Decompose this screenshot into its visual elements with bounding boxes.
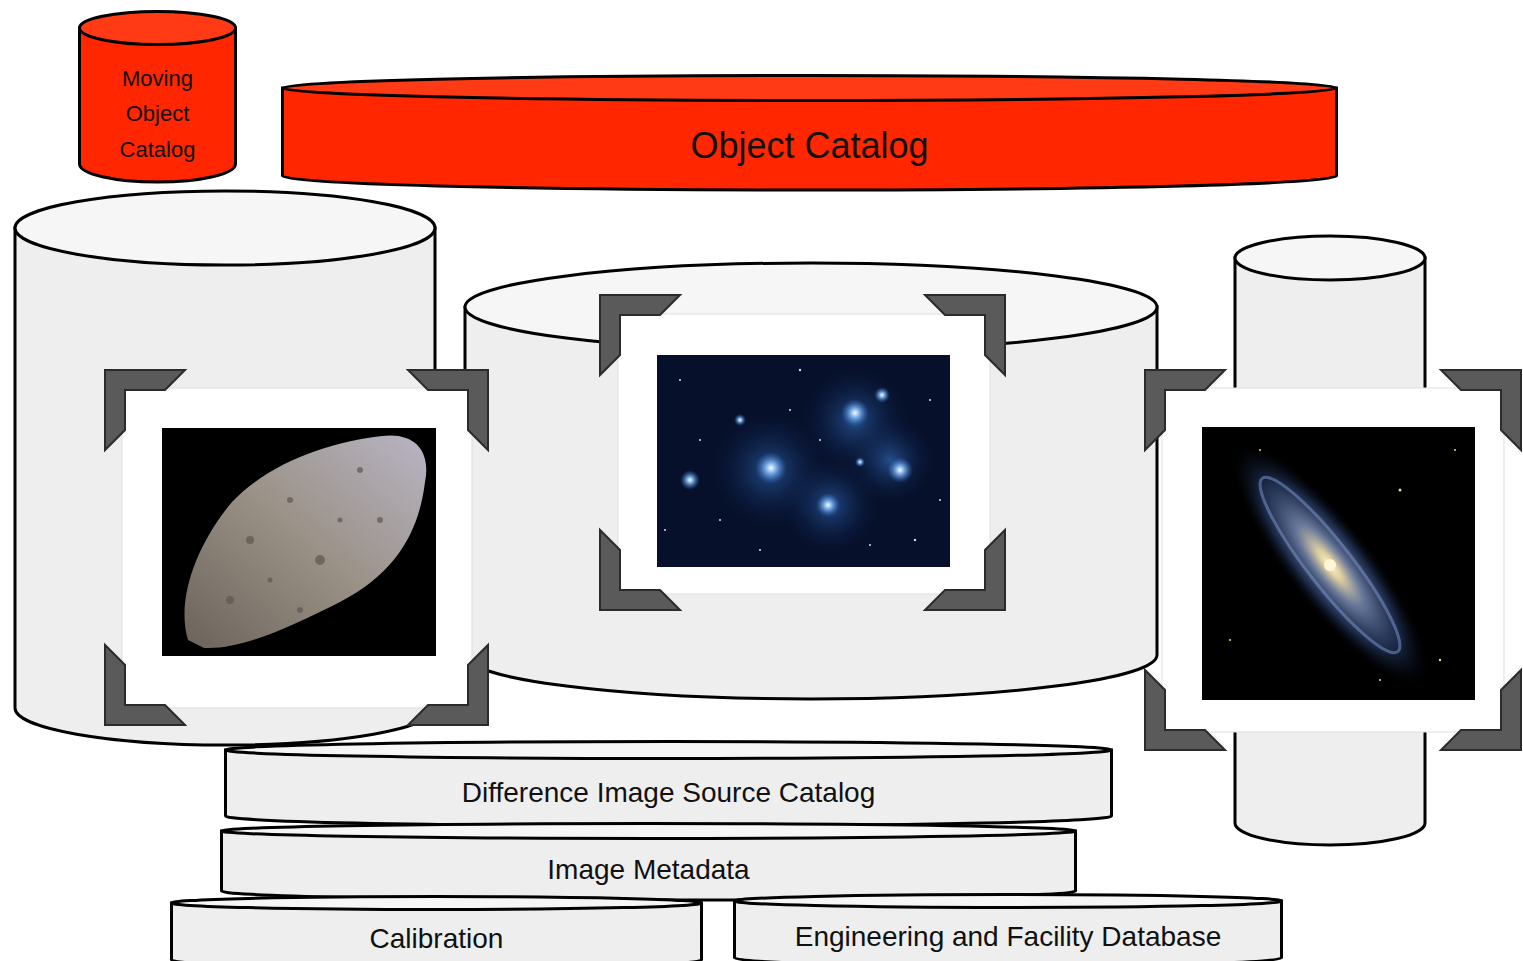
photo-corner [925,295,1005,375]
cylinder-side [283,88,1337,190]
cylinder-top [15,191,435,265]
photo-frame [1162,388,1504,732]
photo-corner [600,295,680,375]
photo-corner [408,645,488,725]
photo-corner [925,530,1005,610]
cylinder-top [735,895,1282,908]
label-stack: Moving Object Catalog [99,61,217,167]
red-database-cylinder: Object Catalog [281,74,1338,190]
cylinder-top [283,76,1337,101]
label-stack: Engineering and Facility Database [795,915,1221,960]
cylinder-side [172,903,702,961]
database-label: Image Metadata [547,848,749,893]
photo-frame [122,388,472,708]
database-label: Moving Object Catalog [99,61,217,167]
database-disk: Calibration [170,895,703,961]
photo-corner [105,645,185,725]
photo-corner [600,530,680,610]
galaxy [1205,421,1456,709]
asteroid [185,435,427,648]
galaxy-arm [1245,465,1415,665]
photo-frame [618,314,990,594]
database-label: Difference Image Source Catalog [462,771,876,816]
database-label: Object Catalog [690,117,928,175]
pleiades-photo [657,355,950,567]
photo-corner [1145,370,1225,450]
cylinder-side [226,750,1112,826]
photo-corner [105,370,185,450]
faint-stars [664,369,941,551]
cylinder-top [226,742,1112,759]
database-disk: Engineering and Facility Database [733,893,1283,961]
cylinder-side [80,28,236,182]
database-disk: Image Metadata [220,822,1077,900]
photo-corner [408,370,488,450]
database-label: Engineering and Facility Database [795,915,1221,960]
asteroid-photo [162,428,436,656]
cylinder-top [80,12,236,45]
cylinder-side [222,831,1076,900]
photo-corner [1441,370,1521,450]
cylinder-side [735,901,1282,961]
database-cylinder [465,307,1157,699]
field-stars [1229,449,1456,681]
nebula [710,365,935,555]
label-stack: Calibration [370,917,504,961]
label-stack: Difference Image Source Catalog [462,771,876,816]
craters [226,467,383,613]
photo-corner [1441,670,1521,750]
label-stack: Image Metadata [547,848,749,893]
stars [680,387,913,517]
label-stack: Object Catalog [690,117,928,175]
photo-corner [1145,670,1225,750]
database-label: Calibration [370,917,504,961]
red-database-cylinder: Moving Object Catalog [78,10,237,182]
cylinder-top [172,897,702,910]
galaxy-core [1324,559,1336,571]
cylinder-top [222,824,1076,839]
database-disk: Difference Image Source Catalog [224,740,1113,826]
cylinder-top [1235,236,1425,280]
